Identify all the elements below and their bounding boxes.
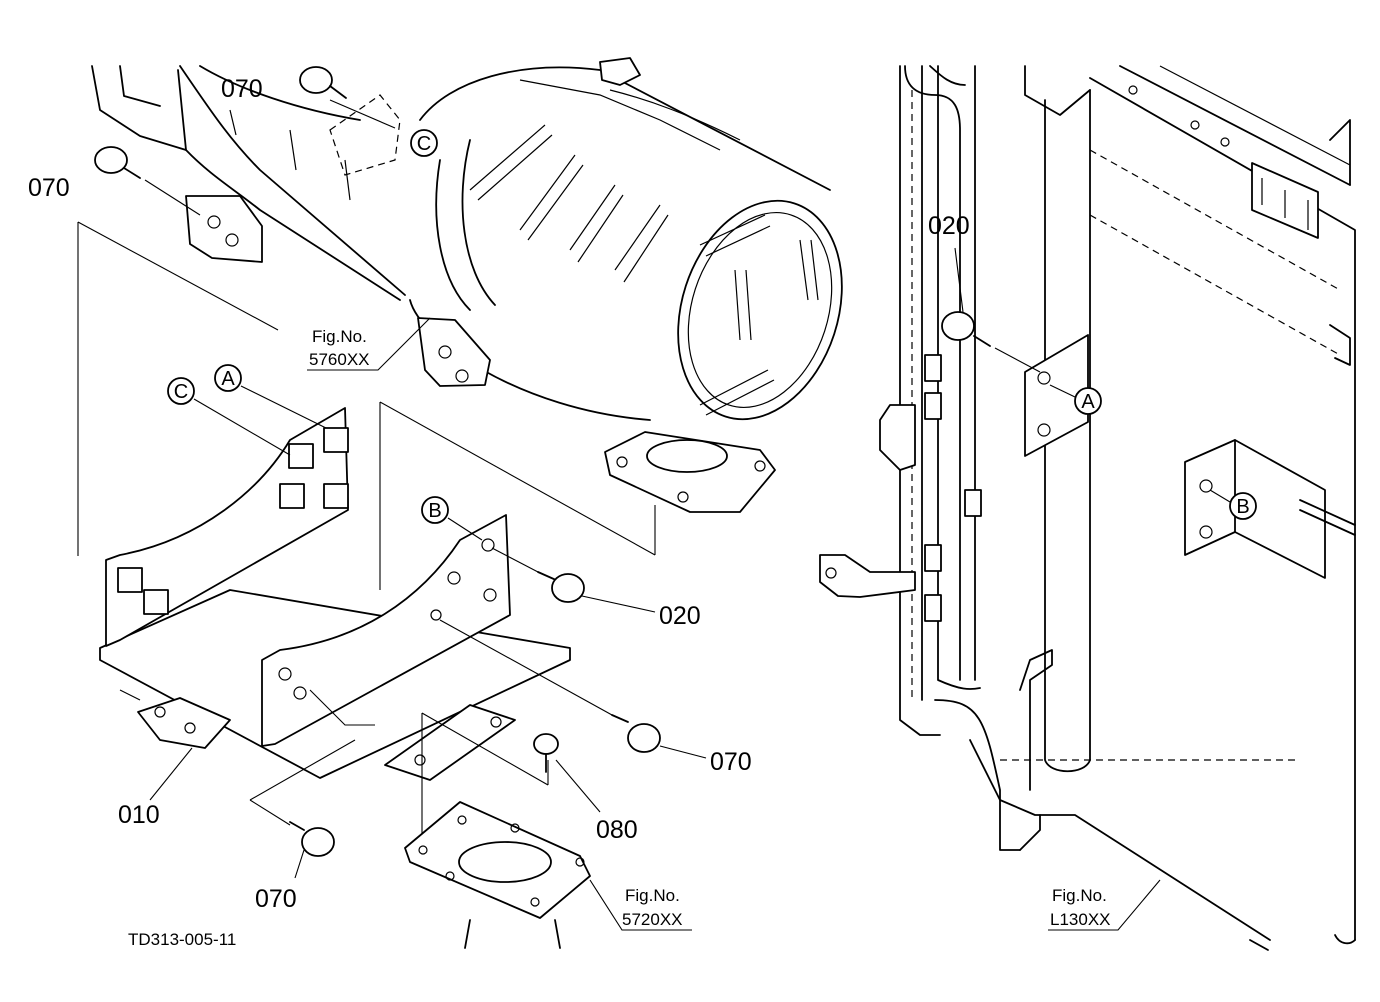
svg-text:B: B (1236, 496, 1249, 518)
projection-line (77, 221, 279, 331)
ref-5760-number: 5760XX (309, 350, 370, 369)
bolt-070-top (299, 66, 396, 129)
ref-5720-leader (589, 879, 692, 931)
callout-070-bottom: 070 (255, 885, 297, 913)
callout-070-mid: 070 (710, 748, 752, 776)
projection-line (379, 401, 656, 556)
bolt-070-left (94, 146, 201, 216)
marker-b-right: B (1209, 489, 1257, 520)
hidden-bracket-outline (329, 94, 401, 176)
ref-5720-label: Fig.No. (625, 886, 680, 905)
bolt-070-bottom (249, 739, 356, 879)
svg-text:A: A (1081, 391, 1095, 413)
bolt-070-mid (439, 619, 707, 759)
svg-text:A: A (221, 368, 235, 390)
callout-080: 080 (596, 816, 638, 844)
marker-b-bracket: B (421, 496, 483, 541)
callout-010: 010 (118, 801, 160, 829)
ref-l130-leader (1048, 879, 1161, 931)
leader-010 (149, 747, 193, 801)
svg-text:C: C (174, 381, 188, 403)
callout-020-mid: 020 (659, 602, 701, 630)
ref-5760-label: Fig.No. (312, 327, 367, 346)
bolt-020-right (941, 247, 1041, 373)
mounting-bracket-010 (99, 407, 571, 781)
bolt-020-mid (491, 547, 656, 613)
marker-a-right: A (1049, 384, 1102, 415)
ref-l130-number: L130XX (1050, 910, 1111, 929)
marker-c-bracket: C (167, 377, 291, 456)
muffler-assembly (91, 57, 843, 513)
callout-070-left: 070 (28, 174, 70, 202)
callout-020-right: 020 (928, 212, 970, 240)
frame-assembly (819, 65, 1356, 951)
lower-flange (404, 713, 591, 949)
marker-a-bracket: A (214, 364, 327, 429)
svg-text:B: B (428, 500, 441, 522)
callout-070-top: 070 (221, 75, 263, 103)
bolt-080 (421, 712, 601, 813)
marker-c-top: C (410, 129, 438, 157)
ref-l130-label: Fig.No. (1052, 886, 1107, 905)
drawing-id: TD313-005-11 (128, 930, 236, 949)
svg-text:C: C (417, 133, 431, 155)
ref-5760-leader (307, 317, 431, 371)
ref-5720-number: 5720XX (622, 910, 683, 929)
